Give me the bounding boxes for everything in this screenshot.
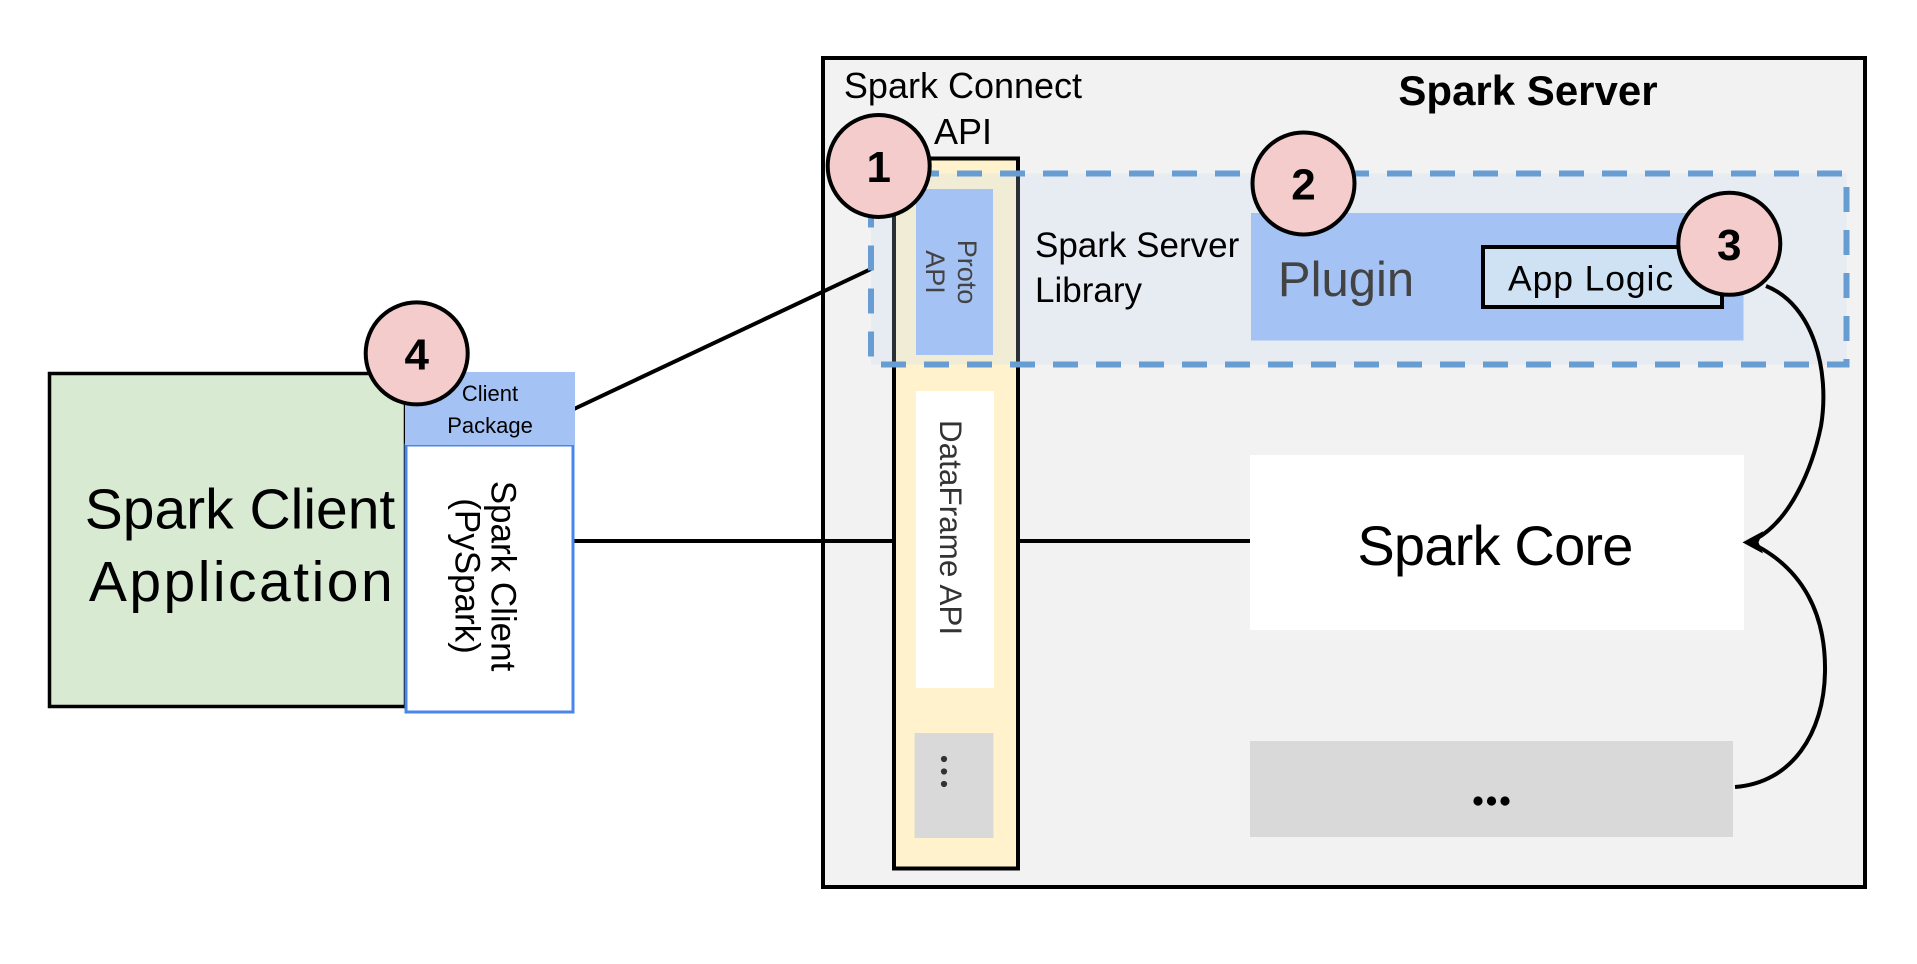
svg-text:Client: Client [462, 381, 518, 406]
svg-text:Spark Core: Spark Core [1357, 514, 1632, 577]
svg-text:2: 2 [1291, 161, 1315, 210]
svg-text:API: API [934, 111, 992, 152]
svg-text:(PySpark): (PySpark) [448, 498, 487, 654]
svg-text:Library: Library [1035, 271, 1142, 310]
svg-text:DataFrame API: DataFrame API [933, 420, 969, 635]
svg-text:Spark Connect: Spark Connect [844, 65, 1082, 106]
svg-text:Spark Client: Spark Client [85, 478, 396, 542]
svg-text:3: 3 [1717, 221, 1741, 270]
svg-text:1: 1 [866, 143, 890, 192]
svg-text:Package: Package [447, 413, 533, 438]
svg-text:Plugin: Plugin [1278, 253, 1414, 307]
svg-text:Application: Application [89, 550, 395, 614]
svg-text:4: 4 [404, 330, 429, 379]
svg-text:App Logic: App Logic [1508, 259, 1674, 299]
svg-text:Spark Server: Spark Server [1398, 67, 1657, 114]
svg-text:Spark Client: Spark Client [484, 481, 523, 672]
svg-text:Spark Server: Spark Server [1035, 226, 1240, 265]
svg-text:API: API [920, 250, 950, 294]
svg-text:Proto: Proto [952, 240, 982, 305]
